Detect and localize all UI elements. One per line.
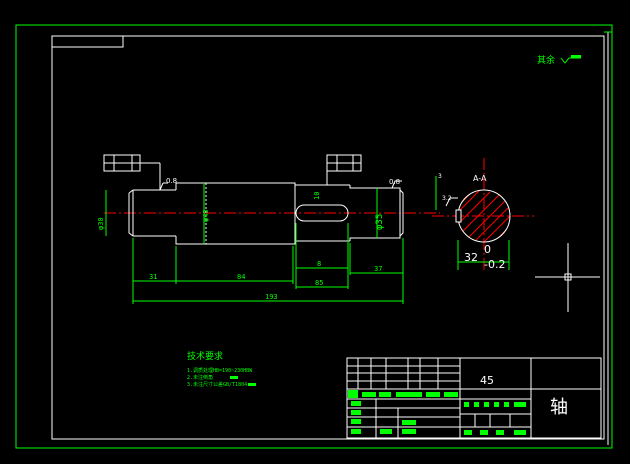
section-tol-lower: -0.2 [484,258,505,271]
tech-req-line-1: 1.调质处理HB=190~230HBW [187,367,253,374]
material-label: 45 [480,374,494,387]
dim-dia-left: φ30 [97,217,105,230]
dim-len-8: 8 [317,260,321,268]
roughness-left: 0.8 [166,177,177,185]
tech-req-title: 技术要求 [187,350,223,362]
dim-len-193: 193 [265,293,278,301]
dim-len-31: 31 [149,273,157,281]
dim-len-84: 84 [237,273,245,281]
dim-keyway-width: 10 [313,192,321,200]
section-dim: 32 [464,251,478,264]
part-name-label: 轴 [550,397,568,418]
gdt-frame-right: 0.8 [326,154,402,189]
dim-dia-mid: φ43 [202,209,210,222]
dim-len-37: 37 [374,265,382,273]
title-block [346,357,602,439]
crosshair-cursor-icon [535,243,600,312]
title-block-fills [348,390,526,435]
dim-dia-right: φ35 [375,214,385,230]
sheet-border [15,24,613,449]
length-dimensions [132,223,404,304]
length-dimension-labels: 31 84 193 85 37 8 [149,260,382,301]
technical-requirements: 技术要求 1.调质处理HB=190~230HBW 2.未注倒角 3.未注尺寸公差… [187,350,256,388]
tech-req-line-3: 3.未注尺寸公差GB/T1804- [187,381,250,388]
roughness-note-text: 其余 [537,54,555,66]
diameter-dimensions: φ30 φ43 φ35 10 [97,183,385,244]
section-dim-3: 3 [438,173,442,180]
gdt-frame-left: 0.8 [103,154,177,191]
section-tol-upper: 0 [484,243,491,256]
tech-req-line-2: 2.未注倒角 [187,374,213,381]
roughness-right: 0.8 [389,178,400,186]
dim-len-85: 85 [315,279,323,287]
general-roughness-note: 其余 [537,54,581,66]
section-label: A-A [473,174,487,183]
section-view-a-a: A-A 32 0 -0.2 3 3.2 [432,158,534,271]
roughness-section: 3.2 [442,195,452,202]
shaft-outline [128,182,404,245]
